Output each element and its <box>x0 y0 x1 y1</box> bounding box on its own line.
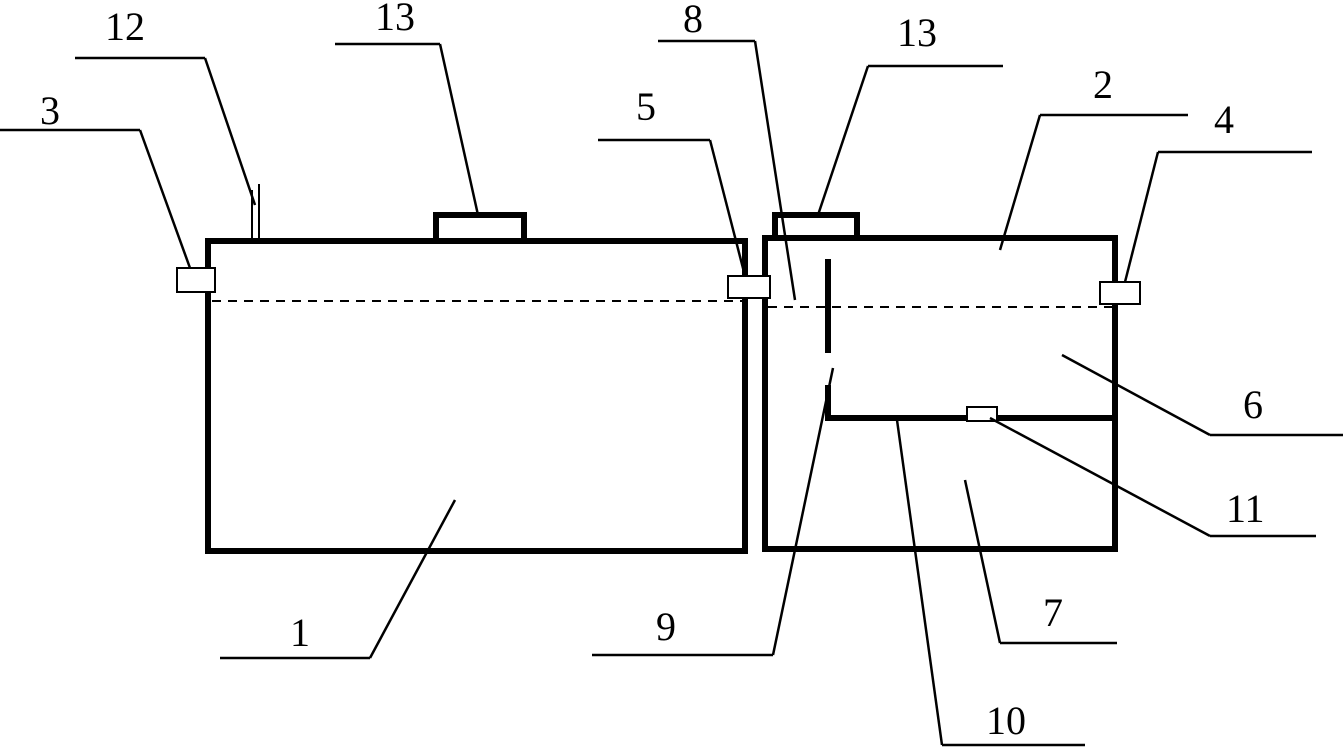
label-4: 4 <box>1214 97 1234 142</box>
connector-5 <box>727 275 771 299</box>
lid-13-left <box>433 212 527 244</box>
leader-4 <box>1123 151 1160 283</box>
leader-13b <box>816 65 870 216</box>
leader-5 <box>708 139 747 277</box>
leader-11 <box>989 416 1211 538</box>
leader-8 <box>753 40 797 301</box>
tank-1-wall <box>205 238 748 554</box>
outlet-4 <box>1099 281 1141 305</box>
valve-11 <box>966 406 998 422</box>
inlet-3 <box>176 267 216 293</box>
leader-1 <box>368 499 457 659</box>
label-8: 8 <box>683 0 703 41</box>
lid-13-right <box>772 212 860 241</box>
leader-3 <box>138 129 192 269</box>
leader-10 <box>895 419 944 746</box>
label-12: 12 <box>105 4 145 49</box>
leader-13a <box>438 43 480 216</box>
label-11: 11 <box>1226 486 1265 531</box>
label-13-left: 13 <box>375 0 415 39</box>
leader-12 <box>203 57 257 206</box>
leader-6 <box>1061 353 1211 437</box>
label-5: 5 <box>636 84 656 129</box>
label-2: 2 <box>1093 62 1113 107</box>
leader-7 <box>963 479 1002 644</box>
leader-2 <box>998 114 1042 251</box>
label-7: 7 <box>1043 590 1063 635</box>
label-13-right: 13 <box>897 10 937 55</box>
label-1: 1 <box>290 610 310 655</box>
label-3: 3 <box>40 88 60 133</box>
label-6: 6 <box>1243 382 1263 427</box>
label-9: 9 <box>656 604 676 649</box>
label-10: 10 <box>986 698 1026 743</box>
leader-9 <box>771 367 835 656</box>
tank-2-wall <box>762 235 1118 552</box>
